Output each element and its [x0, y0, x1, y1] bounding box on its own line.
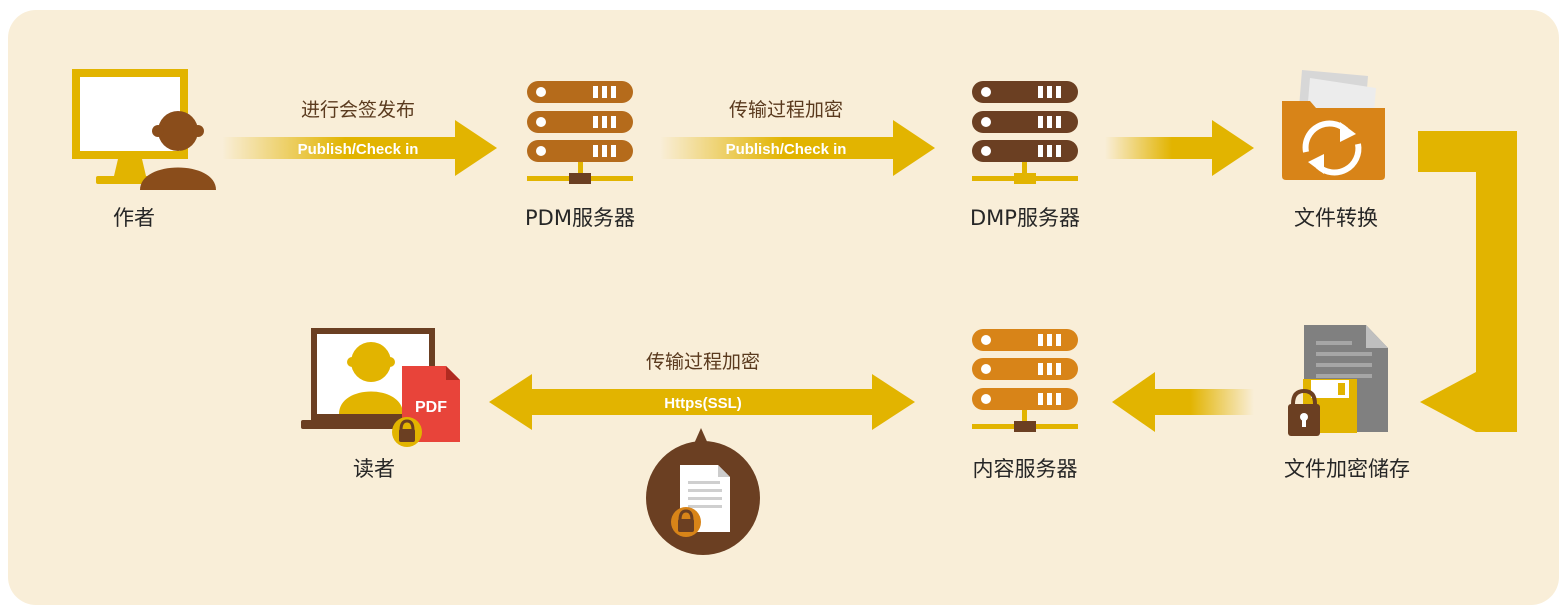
label-file-encrypt-store: 文件加密储存 [1284, 457, 1410, 481]
label-author: 作者 [113, 206, 155, 230]
arrow-label-transfer-encrypt-2: 传输过程加密 [646, 351, 760, 373]
arrow-content-reader-bidirectional [489, 374, 915, 430]
pdm-server-icon [527, 81, 633, 184]
pdf-file-icon: PDF [392, 366, 460, 447]
pdf-badge: PDF [415, 399, 447, 416]
arrow-convert-to-store [1418, 131, 1517, 432]
encrypted-document-bubble-icon [646, 428, 760, 555]
label-pdm-server: PDM服务器 [525, 206, 635, 230]
arrow-inner-publish: Publish/Check in [298, 141, 419, 158]
dmp-server-icon [972, 81, 1078, 184]
author-person-icon [140, 111, 216, 190]
arrow-inner-transfer-1: Publish/Check in [726, 141, 847, 158]
arrow-label-publish: 进行会签发布 [301, 99, 415, 121]
arrow-dmp-to-convert [1105, 120, 1254, 176]
label-reader: 读者 [353, 457, 395, 481]
content-server-icon [972, 329, 1078, 432]
arrow-label-transfer-encrypt-1: 传输过程加密 [729, 99, 843, 121]
encrypted-storage-icon [1288, 325, 1388, 436]
arrow-pdm-to-dmp [660, 120, 935, 176]
arrow-inner-https: Https(SSL) [664, 395, 742, 412]
label-file-convert: 文件转换 [1294, 206, 1378, 230]
folder-convert-icon [1282, 70, 1385, 180]
arrow-store-to-content [1112, 372, 1254, 432]
arrow-author-to-pdm [222, 120, 497, 176]
label-dmp-server: DMP服务器 [970, 206, 1080, 230]
label-content-server: 内容服务器 [973, 457, 1078, 481]
